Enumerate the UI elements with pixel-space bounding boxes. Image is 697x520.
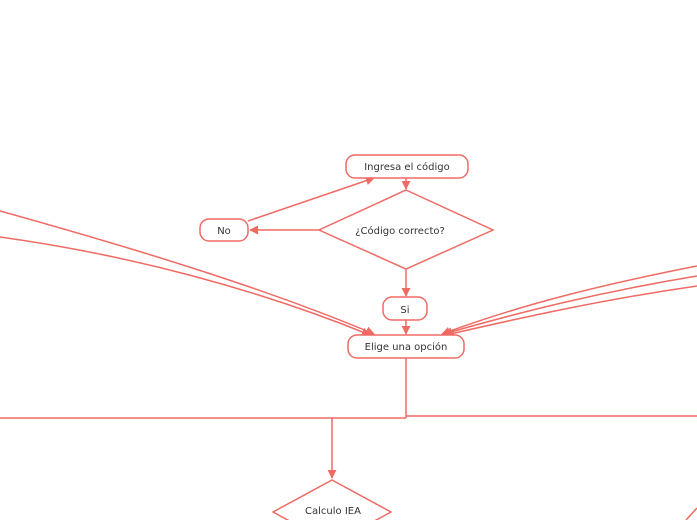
node-label: No xyxy=(217,226,231,237)
edge-right-curve-1 xyxy=(441,265,697,336)
edge-left-curve-lower xyxy=(0,236,371,337)
node-label: Ingresa el código xyxy=(364,161,450,173)
edge-right-curve-3 xyxy=(445,285,697,338)
node-label: Calculo IEA xyxy=(305,506,361,517)
node-codigo-correcto[interactable]: ¿Código correcto? xyxy=(317,189,495,270)
node-elige-una-opcion[interactable]: Elige una opción xyxy=(347,334,465,359)
node-no[interactable]: No xyxy=(199,218,249,242)
node-label: ¿Código correcto? xyxy=(355,225,445,237)
node-calculo-iea[interactable]: Calculo IEA xyxy=(271,479,393,520)
node-si[interactable]: Si xyxy=(382,296,428,321)
node-label: Elige una opción xyxy=(365,341,448,353)
edge-no-to-ingresa xyxy=(247,176,375,222)
node-ingresa-el-codigo[interactable]: Ingresa el código xyxy=(345,154,469,179)
node-label: Si xyxy=(400,305,409,316)
edge-offscreen-bottom-right xyxy=(685,507,697,520)
edges xyxy=(0,176,697,520)
edge-right-curve-2 xyxy=(443,275,697,337)
edge-left-curve-upper xyxy=(0,210,375,335)
